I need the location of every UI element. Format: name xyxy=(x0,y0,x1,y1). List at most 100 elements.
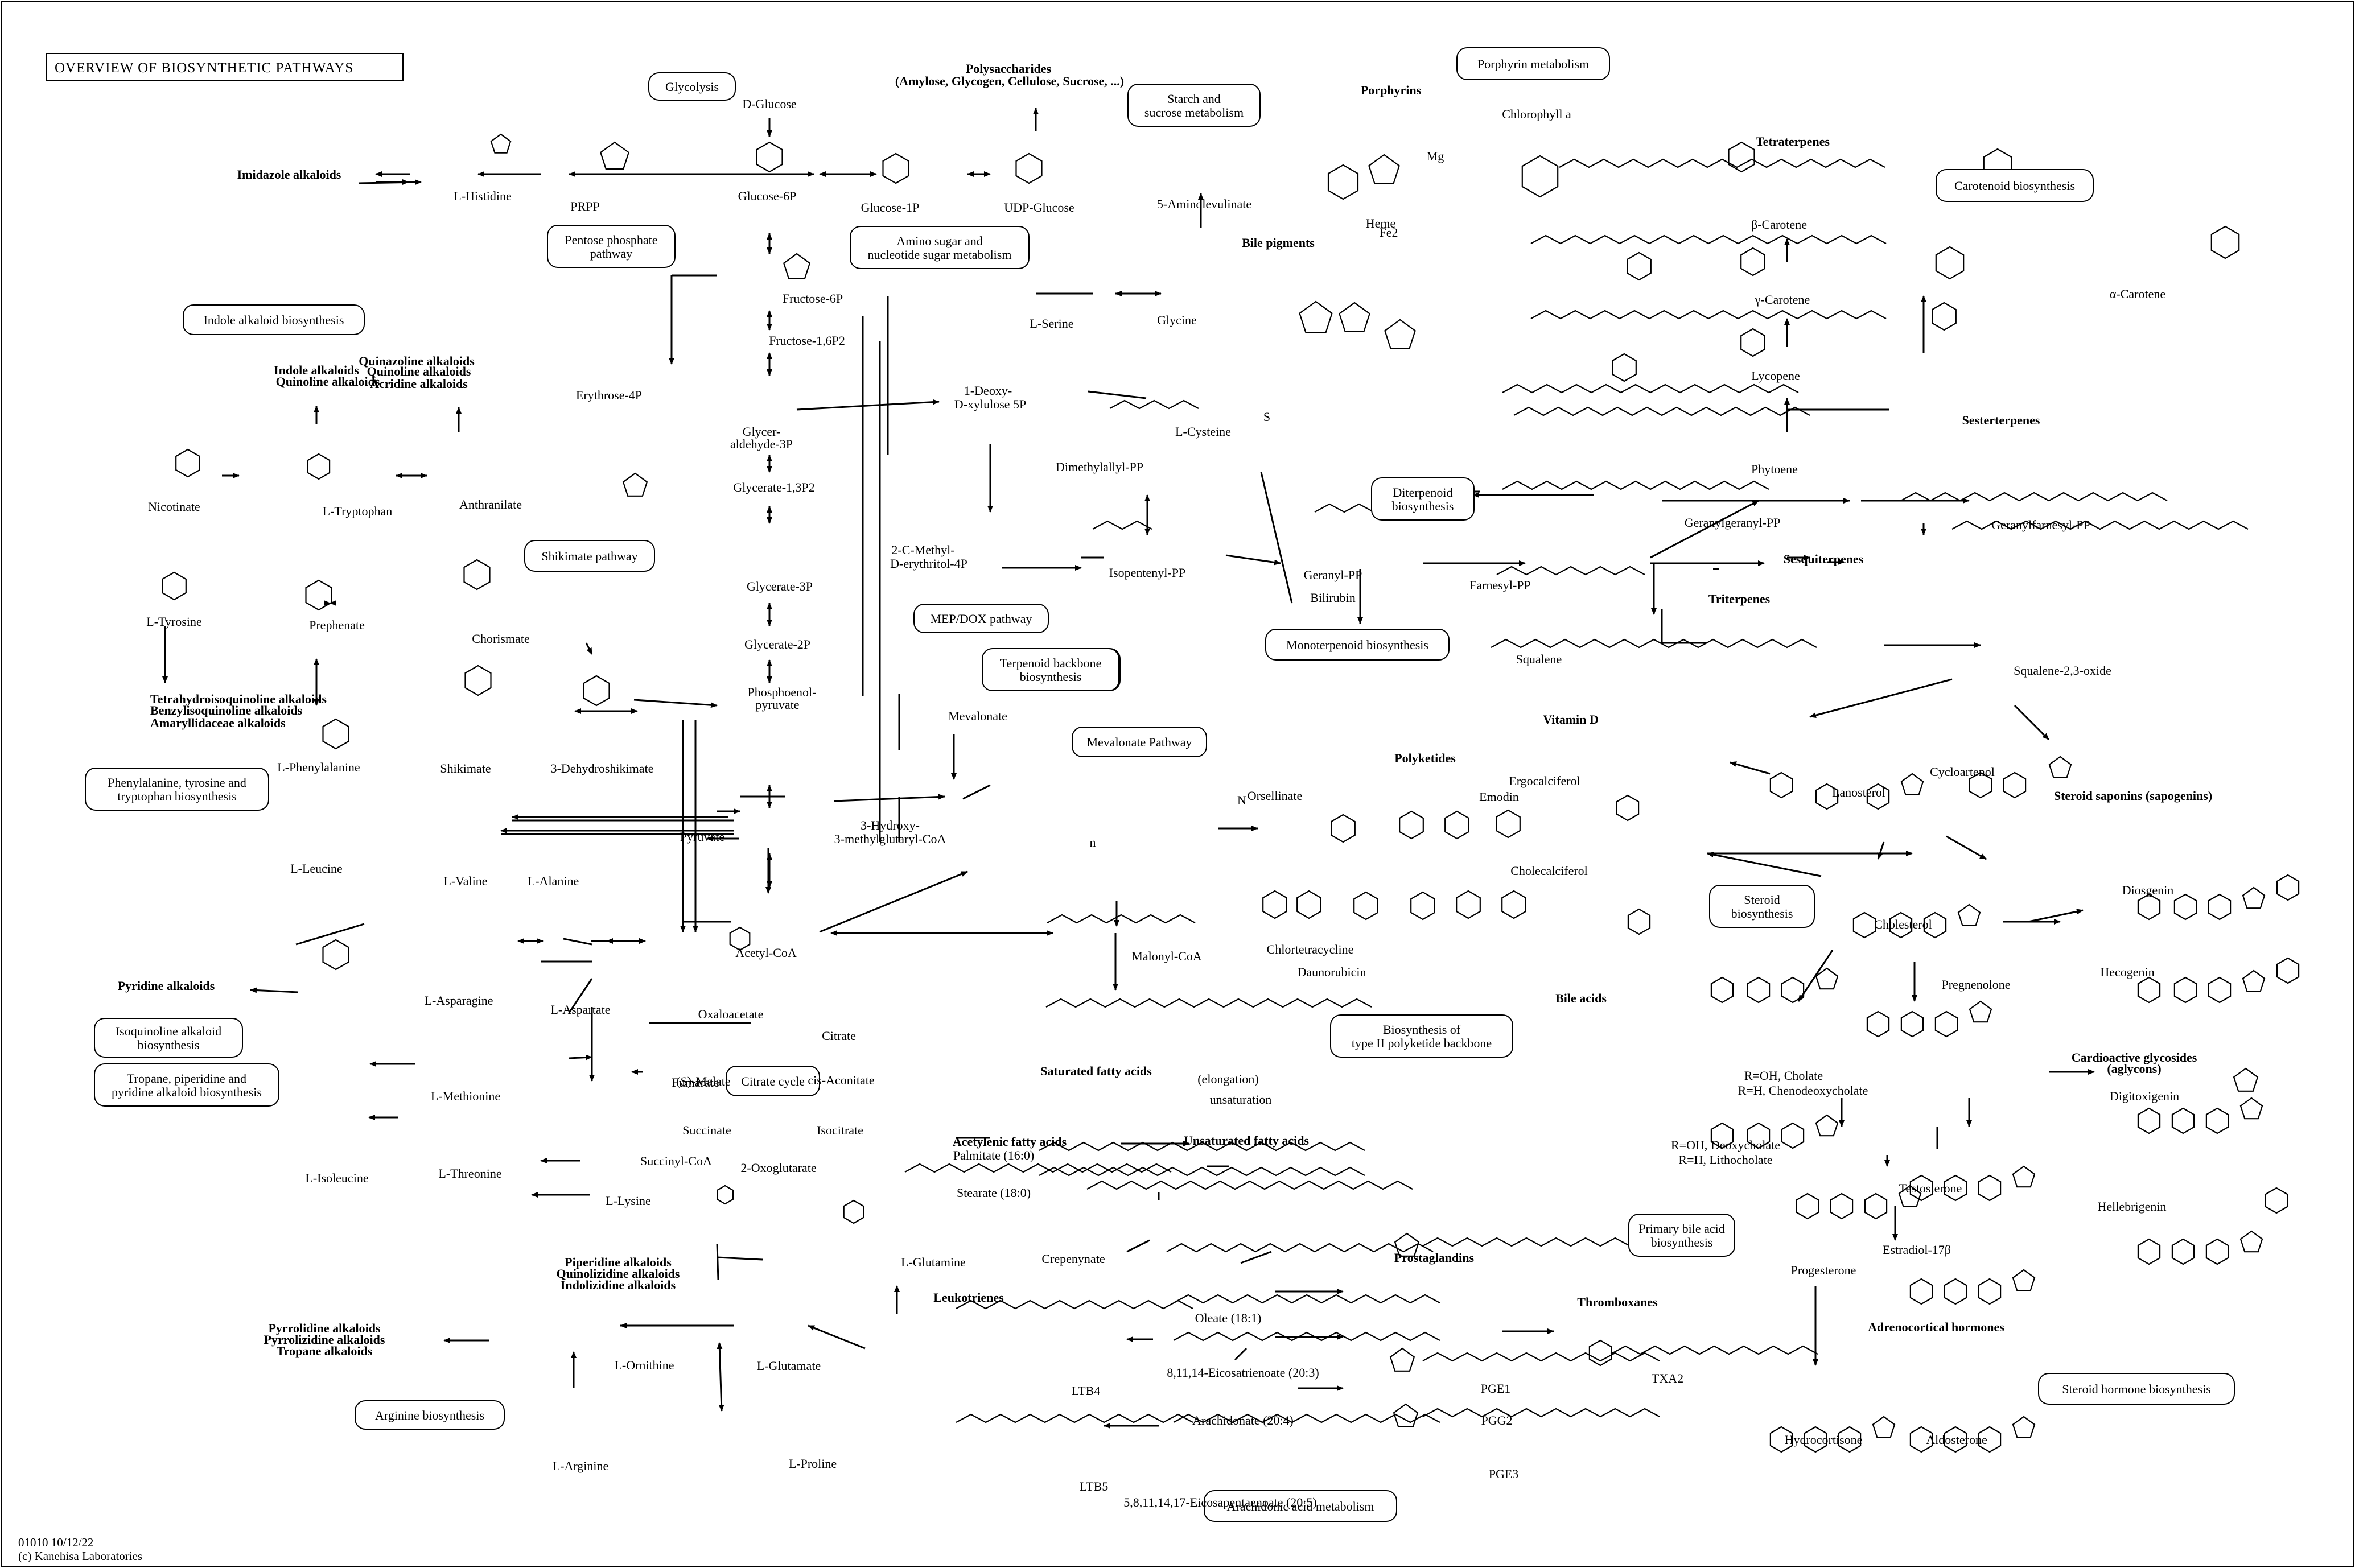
map-link-label: Arachidonic acid metabolism xyxy=(1226,1499,1374,1513)
ring-structure xyxy=(1872,1416,1896,1438)
ring-structure xyxy=(1740,247,1765,277)
ring-structure xyxy=(175,448,200,478)
map-link-shikimate[interactable]: Shikimate pathway xyxy=(524,540,655,572)
map-link-box[interactable] xyxy=(2038,1373,2235,1405)
ring-structure xyxy=(1909,1278,1933,1305)
compound-l-glutamate: L-Glutamate xyxy=(757,1359,821,1373)
map-link-box[interactable] xyxy=(726,1066,820,1096)
map-link-box[interactable] xyxy=(85,768,269,811)
compound-oleate-18-1: Oleate (18:1) xyxy=(1195,1311,1262,1325)
ring-structure xyxy=(1969,771,1992,799)
compound-fructose-6p: Fructose-6P xyxy=(783,291,843,306)
map-link-box[interactable] xyxy=(1709,885,1815,928)
map-link-monoterpenoid[interactable]: Monoterpenoid biosynthesis xyxy=(1265,629,1450,661)
compound-l-asparagine: L-Asparagine xyxy=(425,993,493,1008)
compound-geranyl-pp: Geranyl-PP xyxy=(1304,568,1362,582)
compound-3-methylglutaryl-coa: 3-methylglutaryl-CoA xyxy=(834,832,946,846)
map-link-box[interactable] xyxy=(183,304,365,335)
compound-d-erythritol-4p: D-erythritol-4P xyxy=(890,556,967,571)
compound-l-lysine: L-Lysine xyxy=(606,1194,650,1208)
product-class-pyrrolidine-alkaloids: Pyrrolidine alkaloids xyxy=(268,1321,380,1335)
carbon-chain xyxy=(1086,1180,1413,1190)
map-link-box[interactable] xyxy=(982,648,1119,691)
ring-structure xyxy=(1796,1192,1819,1220)
map-link-label: Tropane, piperidine and xyxy=(127,1071,246,1086)
compound-l-methionine: L-Methionine xyxy=(431,1089,500,1103)
ring-structure xyxy=(1815,783,1839,810)
map-link-box[interactable] xyxy=(1628,1214,1735,1257)
compound-pge1: PGE1 xyxy=(1481,1381,1511,1396)
map-link-box[interactable] xyxy=(1265,629,1450,661)
reaction-arrow xyxy=(1730,761,1771,775)
carbon-chain xyxy=(1491,638,1817,649)
compound-nicotinate: Nicotinate xyxy=(148,500,200,514)
compound-glucose-1p: Glucose-1P xyxy=(861,200,920,214)
map-link-box[interactable] xyxy=(648,72,736,101)
map-link-box[interactable] xyxy=(1204,1490,1397,1522)
ring-structure xyxy=(1934,1010,1958,1038)
map-link-glycolysis[interactable]: Glycolysis xyxy=(648,72,736,101)
map-link-mep[interactable]: MEP/DOX pathway xyxy=(913,604,1049,633)
reaction-arrow xyxy=(1088,390,1147,399)
map-link-arginine[interactable]: Arginine biosynthesis xyxy=(355,1400,505,1430)
reaction-arrow xyxy=(1946,835,1987,860)
map-link-mevalonate[interactable]: Mevalonate Pathway xyxy=(1072,727,1207,757)
ring-structure xyxy=(1769,771,1793,799)
map-link-label: Pentose phosphate xyxy=(565,233,657,247)
compound-l-glutamine: L-Glutamine xyxy=(901,1255,966,1269)
compound-l-serine: L-Serine xyxy=(1030,316,1074,331)
map-link-label: Phenylalanine, tyrosine and xyxy=(108,775,246,790)
compound-5-aminolevulinate: 5-Aminolevulinate xyxy=(1157,197,1251,211)
map-link-box[interactable] xyxy=(94,1018,243,1058)
map-link-steroidhormone[interactable]: Steroid hormone biosynthesis xyxy=(2038,1373,2235,1405)
map-link-citrate[interactable]: Citrate cycle xyxy=(726,1066,820,1096)
ring-structure xyxy=(1747,976,1771,1004)
reaction-arrow xyxy=(2014,704,2050,741)
map-link-porphyrin[interactable]: Porphyrin metabolism xyxy=(1456,47,1610,80)
compound-2-c-methyl: 2-C-Methyl- xyxy=(891,543,954,557)
product-class-leukotrienes: Leukotrienes xyxy=(933,1290,1004,1305)
map-link-box[interactable] xyxy=(547,225,676,268)
map-link-label: biosynthesis xyxy=(1731,906,1793,921)
reaction-arrow xyxy=(1877,841,1885,860)
map-link-box[interactable] xyxy=(1127,84,1261,127)
map-link-box[interactable] xyxy=(355,1400,505,1430)
compound-l-valine: L-Valine xyxy=(444,874,488,888)
map-link-box[interactable] xyxy=(1936,169,2094,202)
compound-fumarate: Fumarate xyxy=(672,1075,719,1090)
compound-5-8-11-14-17-eicosapentaenoate-20-5: 5,8,11,14,17-Eicosapentaenoate (20:5) xyxy=(1123,1495,1316,1509)
ring-structure xyxy=(1944,1278,1967,1305)
map-link-box[interactable] xyxy=(913,604,1049,633)
map-link-box[interactable] xyxy=(1072,727,1207,757)
map-link-box[interactable] xyxy=(1456,47,1610,80)
compound-glycine: Glycine xyxy=(1157,313,1197,327)
map-link-arachidonic[interactable]: Arachidonic acid metabolism xyxy=(1204,1490,1397,1522)
map-link-indole[interactable]: Indole alkaloid biosynthesis xyxy=(183,304,365,335)
map-link-label: Steroid hormone biosynthesis xyxy=(2062,1382,2211,1396)
reaction-arrow xyxy=(819,870,968,933)
map-link-box[interactable] xyxy=(94,1063,279,1107)
compound-ltb4: LTB4 xyxy=(1072,1384,1101,1398)
map-link-box[interactable] xyxy=(524,540,655,572)
compound-estradiol-17: Estradiol-17β xyxy=(1883,1243,1951,1257)
compound-cycloartenol: Cycloartenol xyxy=(1930,765,1995,779)
map-link-carotenoid[interactable]: Carotenoid biosynthesis xyxy=(1936,169,2094,202)
map-link-box[interactable] xyxy=(1330,1014,1513,1058)
map-link-box[interactable] xyxy=(1371,477,1475,521)
map-link-box[interactable] xyxy=(850,226,1030,269)
carbon-chain xyxy=(1496,566,1645,576)
compound-s: S xyxy=(1263,410,1270,424)
